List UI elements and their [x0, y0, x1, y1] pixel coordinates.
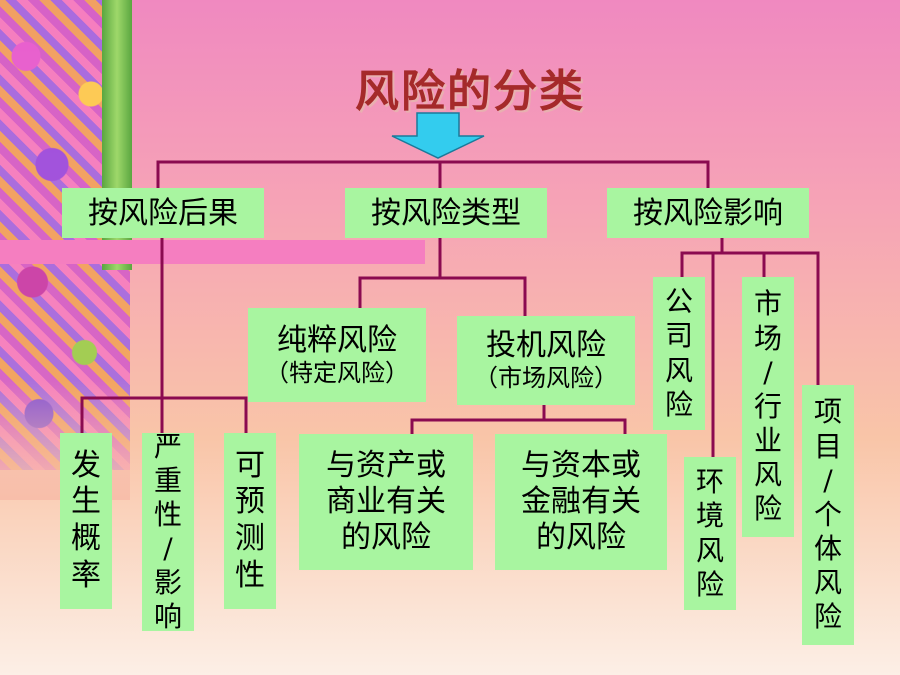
severity-char: 性 — [153, 497, 182, 531]
pure-risk-box: 纯粹风险 （特定风险） — [248, 308, 426, 402]
severity-char: 响 — [153, 600, 182, 634]
market-risk-char: 风 — [753, 458, 782, 492]
project-risk-char: 风 — [813, 566, 842, 600]
company-risk-char: 司 — [664, 319, 693, 353]
finance-risk-box: 与资本或 金融有关 的风险 — [495, 434, 667, 570]
asset-risk-line: 的风险 — [341, 520, 431, 555]
market-risk-box: 市 场 / 行 业 风 险 — [742, 277, 794, 537]
decorative-pink-bar — [0, 240, 425, 264]
connector-top — [156, 160, 710, 188]
company-risk-box: 公 司 风 险 — [653, 277, 705, 430]
severity-char: 重 — [153, 463, 182, 497]
speculative-risk-title: 投机风险 — [486, 328, 606, 364]
category-type: 按风险类型 — [345, 188, 547, 238]
finance-risk-line: 的风险 — [536, 520, 626, 555]
predictability-char: 预 — [235, 484, 265, 520]
probability-char: 率 — [71, 557, 101, 593]
project-risk-char: 项 — [813, 395, 842, 429]
company-risk-char: 风 — [664, 353, 693, 387]
project-risk-char: / — [823, 463, 833, 497]
predictability-char: 性 — [235, 557, 265, 593]
down-arrow-icon — [391, 112, 485, 159]
market-risk-char: 业 — [753, 424, 782, 458]
pure-risk-subtitle: （特定风险） — [265, 358, 409, 387]
severity-char: / — [163, 532, 173, 565]
pure-risk-title: 纯粹风险 — [277, 322, 397, 358]
severity-char: 严 — [153, 429, 182, 463]
probability-char: 生 — [71, 484, 101, 520]
company-risk-char: 公 — [664, 285, 693, 319]
company-risk-char: 险 — [664, 387, 693, 421]
asset-risk-line: 商业有关 — [326, 484, 446, 519]
probability-char: 概 — [71, 521, 101, 556]
predictability-char: 可 — [235, 447, 265, 483]
predictability-char: 测 — [235, 521, 265, 556]
environment-risk-char: 境 — [695, 499, 724, 533]
asset-risk-box: 与资产或 商业有关 的风险 — [299, 434, 473, 570]
project-risk-char: 险 — [813, 600, 842, 634]
project-risk-char: 目 — [813, 429, 842, 463]
category-consequence: 按风险后果 — [62, 188, 264, 238]
market-risk-char: 行 — [753, 389, 782, 423]
project-risk-box: 项 目 / 个 体 风 险 — [802, 385, 854, 645]
probability-box: 发 生 概 率 — [60, 433, 112, 609]
market-risk-char: / — [763, 355, 773, 389]
market-risk-char: 险 — [753, 492, 782, 526]
market-risk-char: 场 — [753, 321, 782, 355]
speculative-risk-subtitle: （市场风险） — [474, 364, 618, 393]
environment-risk-char: 环 — [695, 465, 724, 499]
severity-char: 影 — [153, 566, 182, 600]
predictability-box: 可 预 测 性 — [224, 433, 276, 609]
asset-risk-line: 与资产或 — [326, 448, 446, 483]
project-risk-char: 体 — [813, 532, 842, 566]
finance-risk-line: 与资本或 — [521, 448, 641, 483]
category-impact: 按风险影响 — [607, 188, 809, 238]
page-title: 风险的分类 — [355, 66, 585, 117]
project-risk-char: 个 — [813, 497, 842, 531]
probability-char: 发 — [71, 447, 101, 483]
market-risk-char: 市 — [753, 287, 782, 321]
severity-box: 严 重 性 / 影 响 — [142, 429, 194, 634]
speculative-risk-box: 投机风险 （市场风险） — [457, 316, 635, 405]
environment-risk-char: 风 — [695, 533, 724, 567]
finance-risk-line: 金融有关 — [521, 484, 641, 519]
environment-risk-char: 险 — [695, 567, 724, 601]
environment-risk-box: 环 境 风 险 — [684, 457, 736, 610]
